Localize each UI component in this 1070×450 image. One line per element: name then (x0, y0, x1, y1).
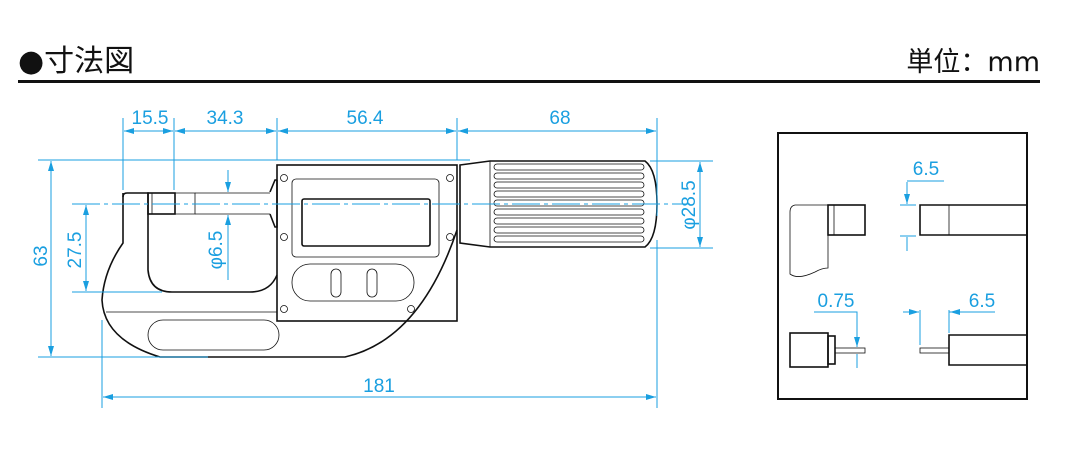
dim-34-3: 34.3 (207, 108, 244, 129)
dim-68: 68 (549, 108, 570, 129)
detail-blade-thickness: 0.75 (818, 291, 855, 312)
detail-face-dia: 6.5 (913, 159, 939, 180)
dim-181: 181 (363, 376, 395, 397)
dim-56-4: 56.4 (347, 108, 384, 129)
page-title: ●寸法図 (18, 44, 135, 79)
main-dimensions: 15.5 34.3 56.4 68 181 63 27.5 φ6.5 φ28.5 (31, 108, 713, 408)
unit-label: 単位：mm (906, 47, 1040, 78)
dim-27-5: 27.5 (65, 232, 86, 269)
dim-thimble-dia: φ28.5 (679, 180, 700, 229)
micrometer-outline (101, 160, 658, 358)
dim-63: 63 (31, 245, 52, 266)
title-divider (18, 80, 1040, 83)
detail-blade-length: 6.5 (969, 291, 995, 312)
dim-15-5: 15.5 (132, 108, 169, 129)
dim-spindle-dia: φ6.5 (206, 231, 227, 270)
detail-view: 6.5 0.75 6.5 (777, 132, 1028, 400)
